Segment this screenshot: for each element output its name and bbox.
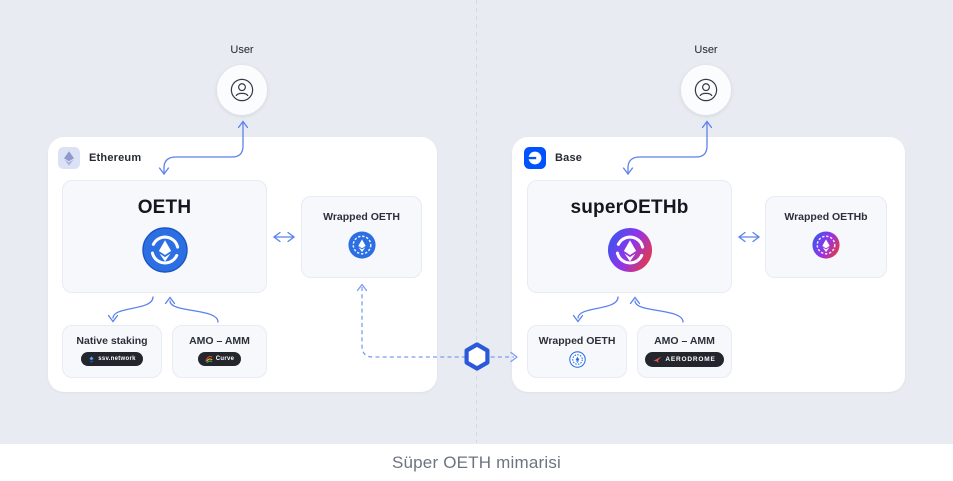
chainlink-icon	[464, 342, 490, 371]
caption-bar: Süper OETH mimarisi	[0, 444, 953, 481]
amo-amm-box-left: AMO – AMM Curve	[172, 325, 267, 378]
curve-badge: Curve	[197, 352, 242, 366]
ssv-network-badge: ssv.network	[81, 352, 143, 366]
aerodrome-badge: AERODROME	[645, 352, 724, 367]
user-icon	[689, 73, 723, 107]
user-avatar	[217, 65, 267, 115]
wrapped-oethb-logo-icon	[812, 231, 840, 259]
wrapped-oeth-title: Wrapped OETH	[323, 211, 400, 223]
wrapped-oethb-title: Wrapped OETHb	[784, 211, 868, 223]
base-network-badge: Base	[524, 147, 582, 169]
user-icon	[225, 73, 259, 107]
superoethb-logo-icon	[607, 227, 653, 273]
native-staking-title: Native staking	[76, 335, 148, 347]
aerodrome-label: AERODROME	[665, 356, 716, 363]
wrapped-oeth-logo-icon	[348, 231, 376, 259]
diagram-background: User User Ethereum Base OETH	[0, 0, 953, 444]
native-staking-box: Native staking ssv.network	[62, 325, 162, 378]
user-label: User	[694, 44, 718, 56]
network-label: Base	[555, 152, 583, 164]
user-label: User	[230, 44, 254, 56]
oeth-box: OETH	[62, 180, 267, 293]
wrapped-oeth-bottom-title: Wrapped OETH	[538, 335, 616, 347]
ssv-network-icon	[88, 356, 95, 363]
superoethb-box: superOETHb	[527, 180, 732, 293]
amo-amm-title: AMO – AMM	[654, 335, 715, 347]
amo-amm-title: AMO – AMM	[189, 335, 250, 347]
ethereum-icon	[58, 147, 80, 169]
curve-icon	[205, 355, 213, 363]
oeth-title: OETH	[137, 197, 192, 218]
oeth-logo-icon	[142, 227, 188, 273]
wrapped-oeth-box: Wrapped OETH	[301, 196, 422, 278]
ssv-network-label: ssv.network	[98, 356, 136, 362]
superoethb-title: superOETHb	[570, 197, 689, 218]
network-label: Ethereum	[89, 152, 142, 164]
curve-label: Curve	[215, 356, 235, 362]
amo-amm-box-right: AMO – AMM AERODROME	[637, 325, 732, 378]
wrapped-oeth-small-logo-icon	[569, 351, 586, 368]
user-avatar	[681, 65, 731, 115]
diagram-caption: Süper OETH mimarisi	[391, 452, 562, 472]
user-node-left: User	[212, 44, 272, 115]
wrapped-oethb-box: Wrapped OETHb	[765, 196, 887, 278]
ethereum-network-badge: Ethereum	[58, 147, 141, 169]
wrapped-oeth-bottom-box: Wrapped OETH	[527, 325, 627, 378]
base-icon	[524, 147, 546, 169]
user-node-right: User	[676, 44, 736, 115]
aerodrome-icon	[653, 356, 662, 363]
